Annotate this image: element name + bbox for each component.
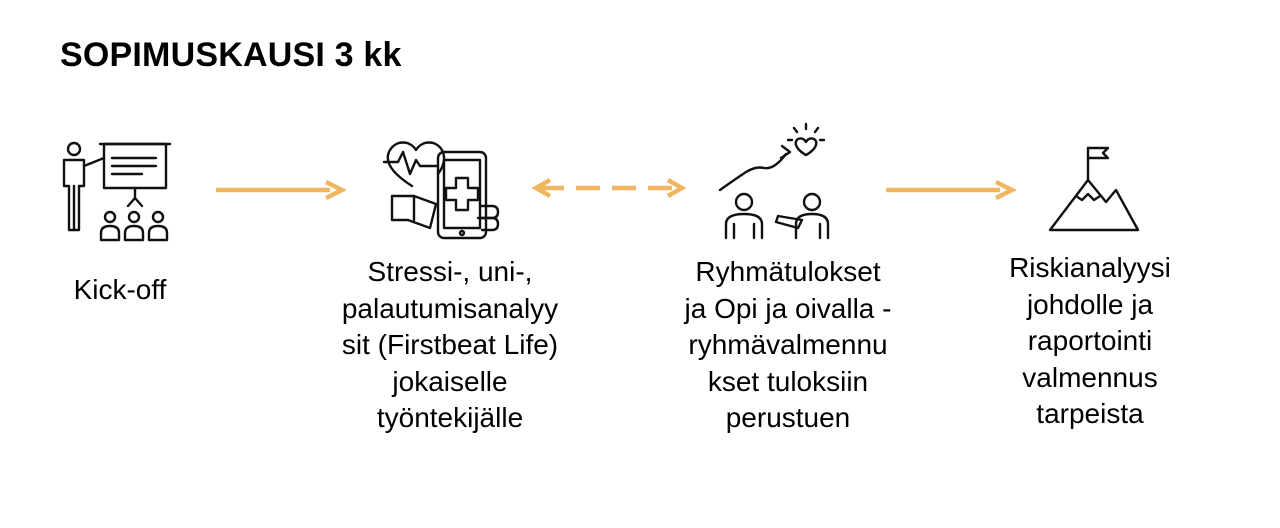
group-coaching-icon xyxy=(716,120,838,242)
mountain-flag-icon xyxy=(1048,144,1140,234)
presentation-icon xyxy=(60,140,172,244)
step-label-kick-off: Kick-off xyxy=(73,274,167,305)
arrow-connector-3 xyxy=(884,178,1018,207)
dashed-double-arrow-connector xyxy=(531,176,687,205)
diagram-title: SOPIMUSKAUSI 3 kk xyxy=(60,36,402,74)
arrow-connector-1 xyxy=(214,178,348,207)
health-app-icon xyxy=(382,136,504,244)
step-label-risk-analysis: Riskianalyysi johdolle ja raportointi va… xyxy=(1009,252,1171,429)
step-label-analysis: Stressi-, uni-, palautumisanalyy sit (Fi… xyxy=(341,256,559,433)
step-label-group-coaching: Ryhmätulokset ja Opi ja oivalla - ryhmäv… xyxy=(684,256,892,433)
